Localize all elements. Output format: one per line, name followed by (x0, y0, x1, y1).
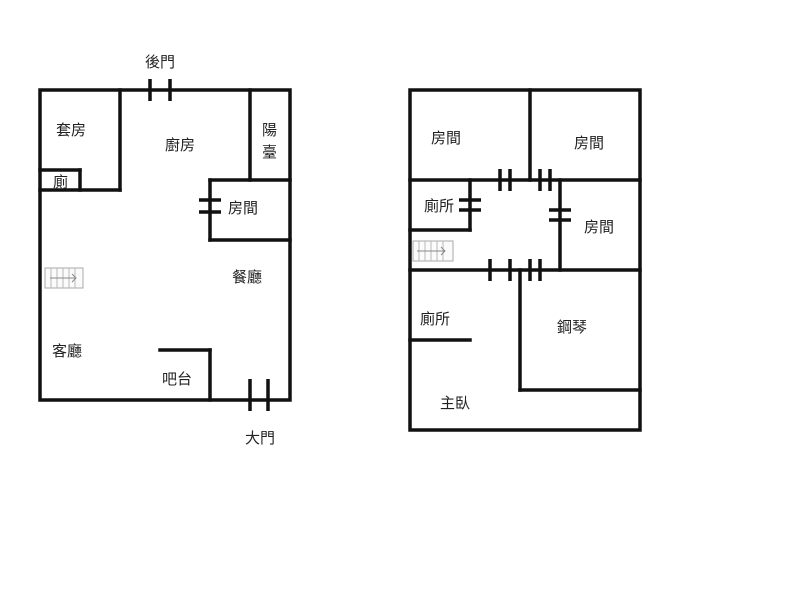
toilet-lower-label: 廁所 (420, 310, 450, 328)
bar-label: 吧台 (162, 370, 192, 388)
living-label: 客廳 (52, 342, 82, 360)
stair-icon (44, 267, 84, 289)
dining-label: 餐廳 (232, 268, 262, 286)
ground-outer-wall (38, 88, 292, 402)
toilet-upper-label: 廁所 (424, 197, 454, 215)
room-tl-label: 房間 (431, 129, 461, 147)
balcony-label-top: 陽 (262, 121, 277, 139)
suite-label: 套房 (56, 121, 86, 139)
room-label: 房間 (228, 199, 258, 217)
main-door-label: 大門 (245, 429, 275, 447)
rear-door-label: 後門 (145, 53, 175, 71)
master-label: 主臥 (440, 394, 470, 412)
balcony-label-bottom: 臺 (262, 143, 277, 161)
room-tr-label: 房間 (574, 134, 604, 152)
kitchen-label: 廚房 (165, 136, 195, 154)
stair-icon (412, 240, 454, 262)
upper-floor: 房間 房間 廁所 房間 廁所 鋼琴 主臥 (408, 88, 642, 432)
toilet-label: 廁 (53, 173, 68, 191)
upper-outer-wall (408, 88, 642, 432)
ground-floor: 後門 大門 套房 廚房 陽 臺 廁 房間 餐廳 客廳 吧台 (38, 53, 292, 447)
piano-label: 鋼琴 (557, 318, 587, 336)
room-mid-label: 房間 (584, 218, 614, 236)
